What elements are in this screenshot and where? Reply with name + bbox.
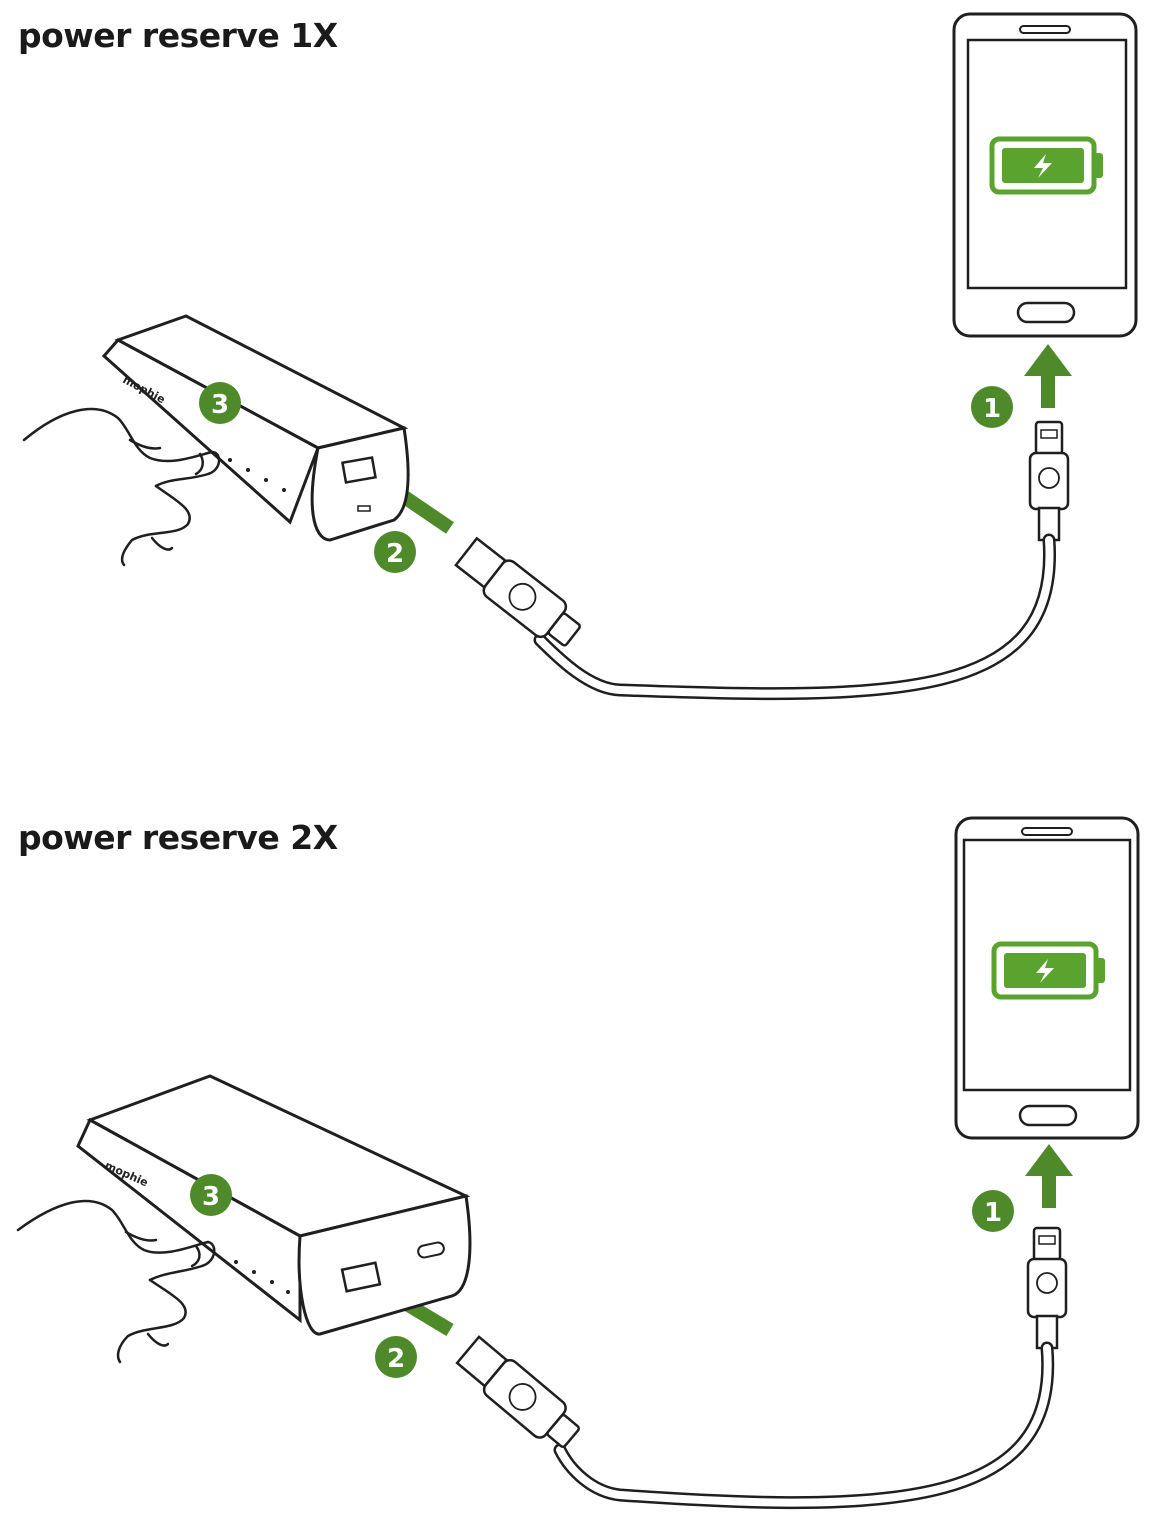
panel-title: power reserve 2X: [18, 818, 338, 857]
step-number: 2: [386, 539, 404, 569]
step-3-marker: 3: [190, 1174, 232, 1216]
step-number: 1: [983, 394, 1001, 424]
step-1-marker: 1: [972, 1190, 1014, 1232]
step-2-marker: 2: [375, 1336, 417, 1378]
micro-usb-connector: [1028, 420, 1070, 542]
usb-cable-icon: [533, 533, 1057, 701]
illustration: 1 2: [22, 12, 1138, 701]
micro-usb-connector: [1026, 1226, 1068, 1350]
hand-icon: [16, 1199, 216, 1364]
usb-a-connector: [454, 536, 581, 647]
step-2-marker: 2: [374, 531, 416, 573]
panel-power-reserve-2x: power reserve 2X 1: [0, 800, 1151, 1528]
panel-title: power reserve 1X: [18, 16, 338, 55]
step-number: 2: [387, 1344, 405, 1374]
panel-power-reserve-1x: power reserve 1X 1: [18, 12, 1138, 701]
usb-cable-icon: [553, 1341, 1055, 1510]
usb-a-connector: [455, 1335, 580, 1449]
battery-charging-icon: [991, 941, 1105, 1000]
arrow-icon: [1024, 344, 1072, 408]
step-number: 3: [211, 390, 229, 420]
step-3-marker: 3: [199, 382, 241, 424]
step-number: 1: [984, 1198, 1002, 1228]
illustration: 1 2: [16, 816, 1140, 1510]
power-bank-icon: mophie: [76, 1074, 472, 1336]
step-1-marker: 1: [971, 386, 1013, 428]
arrow-icon: [1025, 1144, 1073, 1208]
power-bank-icon: mophie: [101, 314, 410, 542]
battery-charging-icon: [989, 136, 1103, 195]
hand-icon: [22, 407, 221, 567]
step-number: 3: [202, 1182, 220, 1212]
